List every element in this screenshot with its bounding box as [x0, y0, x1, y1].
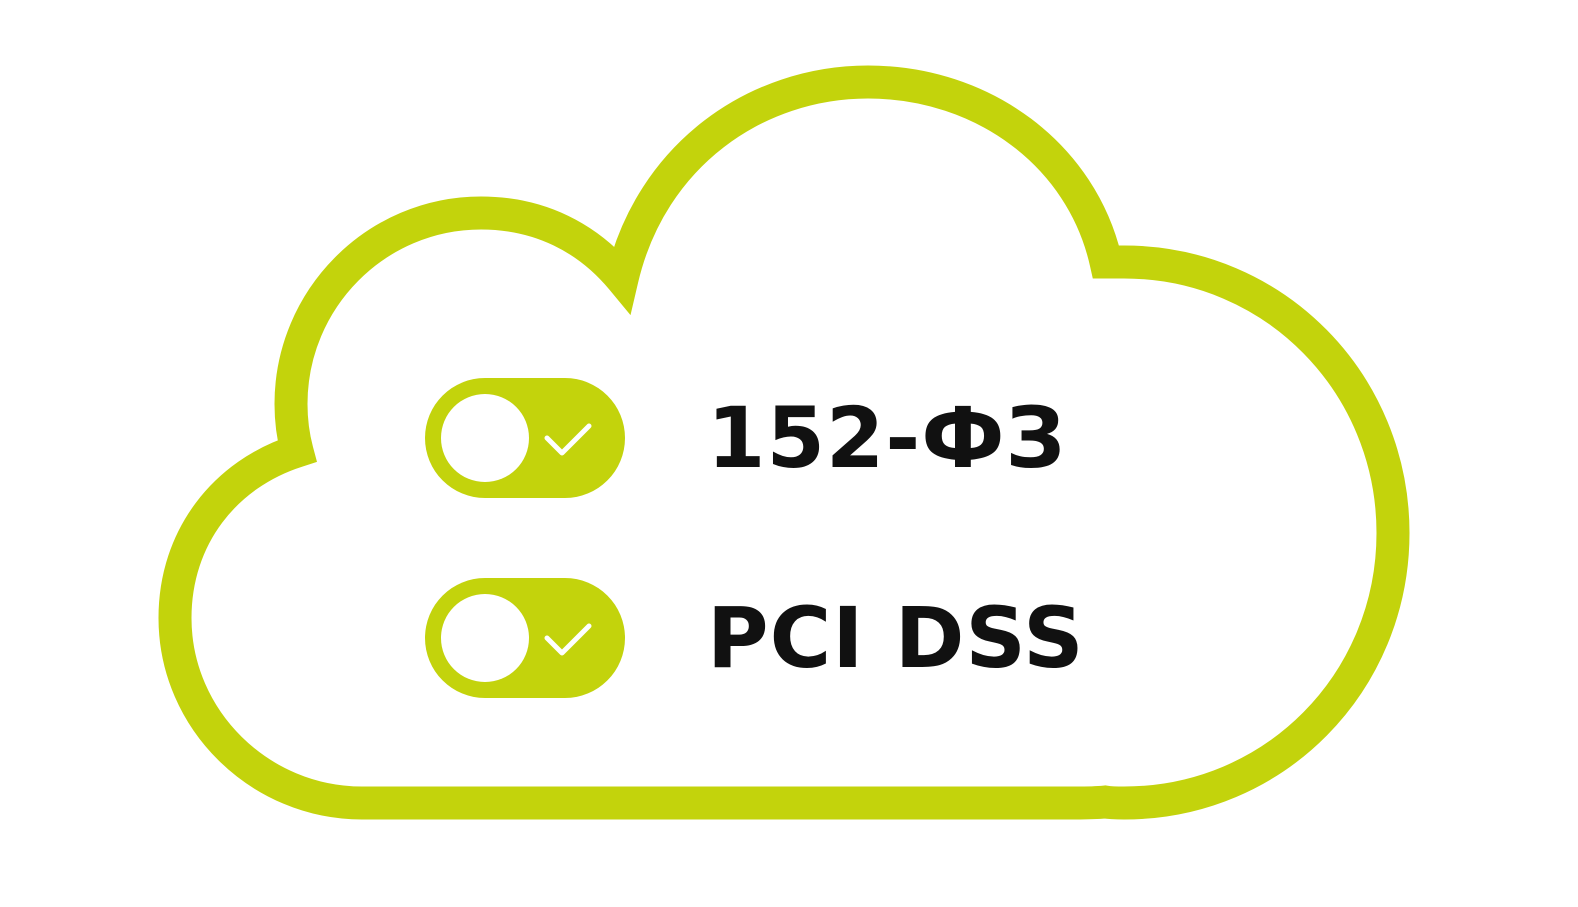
compliance-label-152fz: 152-ФЗ: [707, 389, 1067, 487]
toggle-switch-pci-dss[interactable]: [425, 578, 625, 698]
compliance-row-pci-dss: PCI DSS: [425, 578, 1085, 698]
toggle-switch-152fz[interactable]: [425, 378, 625, 498]
compliance-row-152fz: 152-ФЗ: [425, 378, 1066, 498]
toggle-knob: [441, 394, 529, 482]
check-icon: [544, 423, 592, 456]
check-icon: [544, 623, 592, 656]
compliance-label-pci-dss: PCI DSS: [707, 589, 1085, 687]
toggle-knob: [441, 594, 529, 682]
